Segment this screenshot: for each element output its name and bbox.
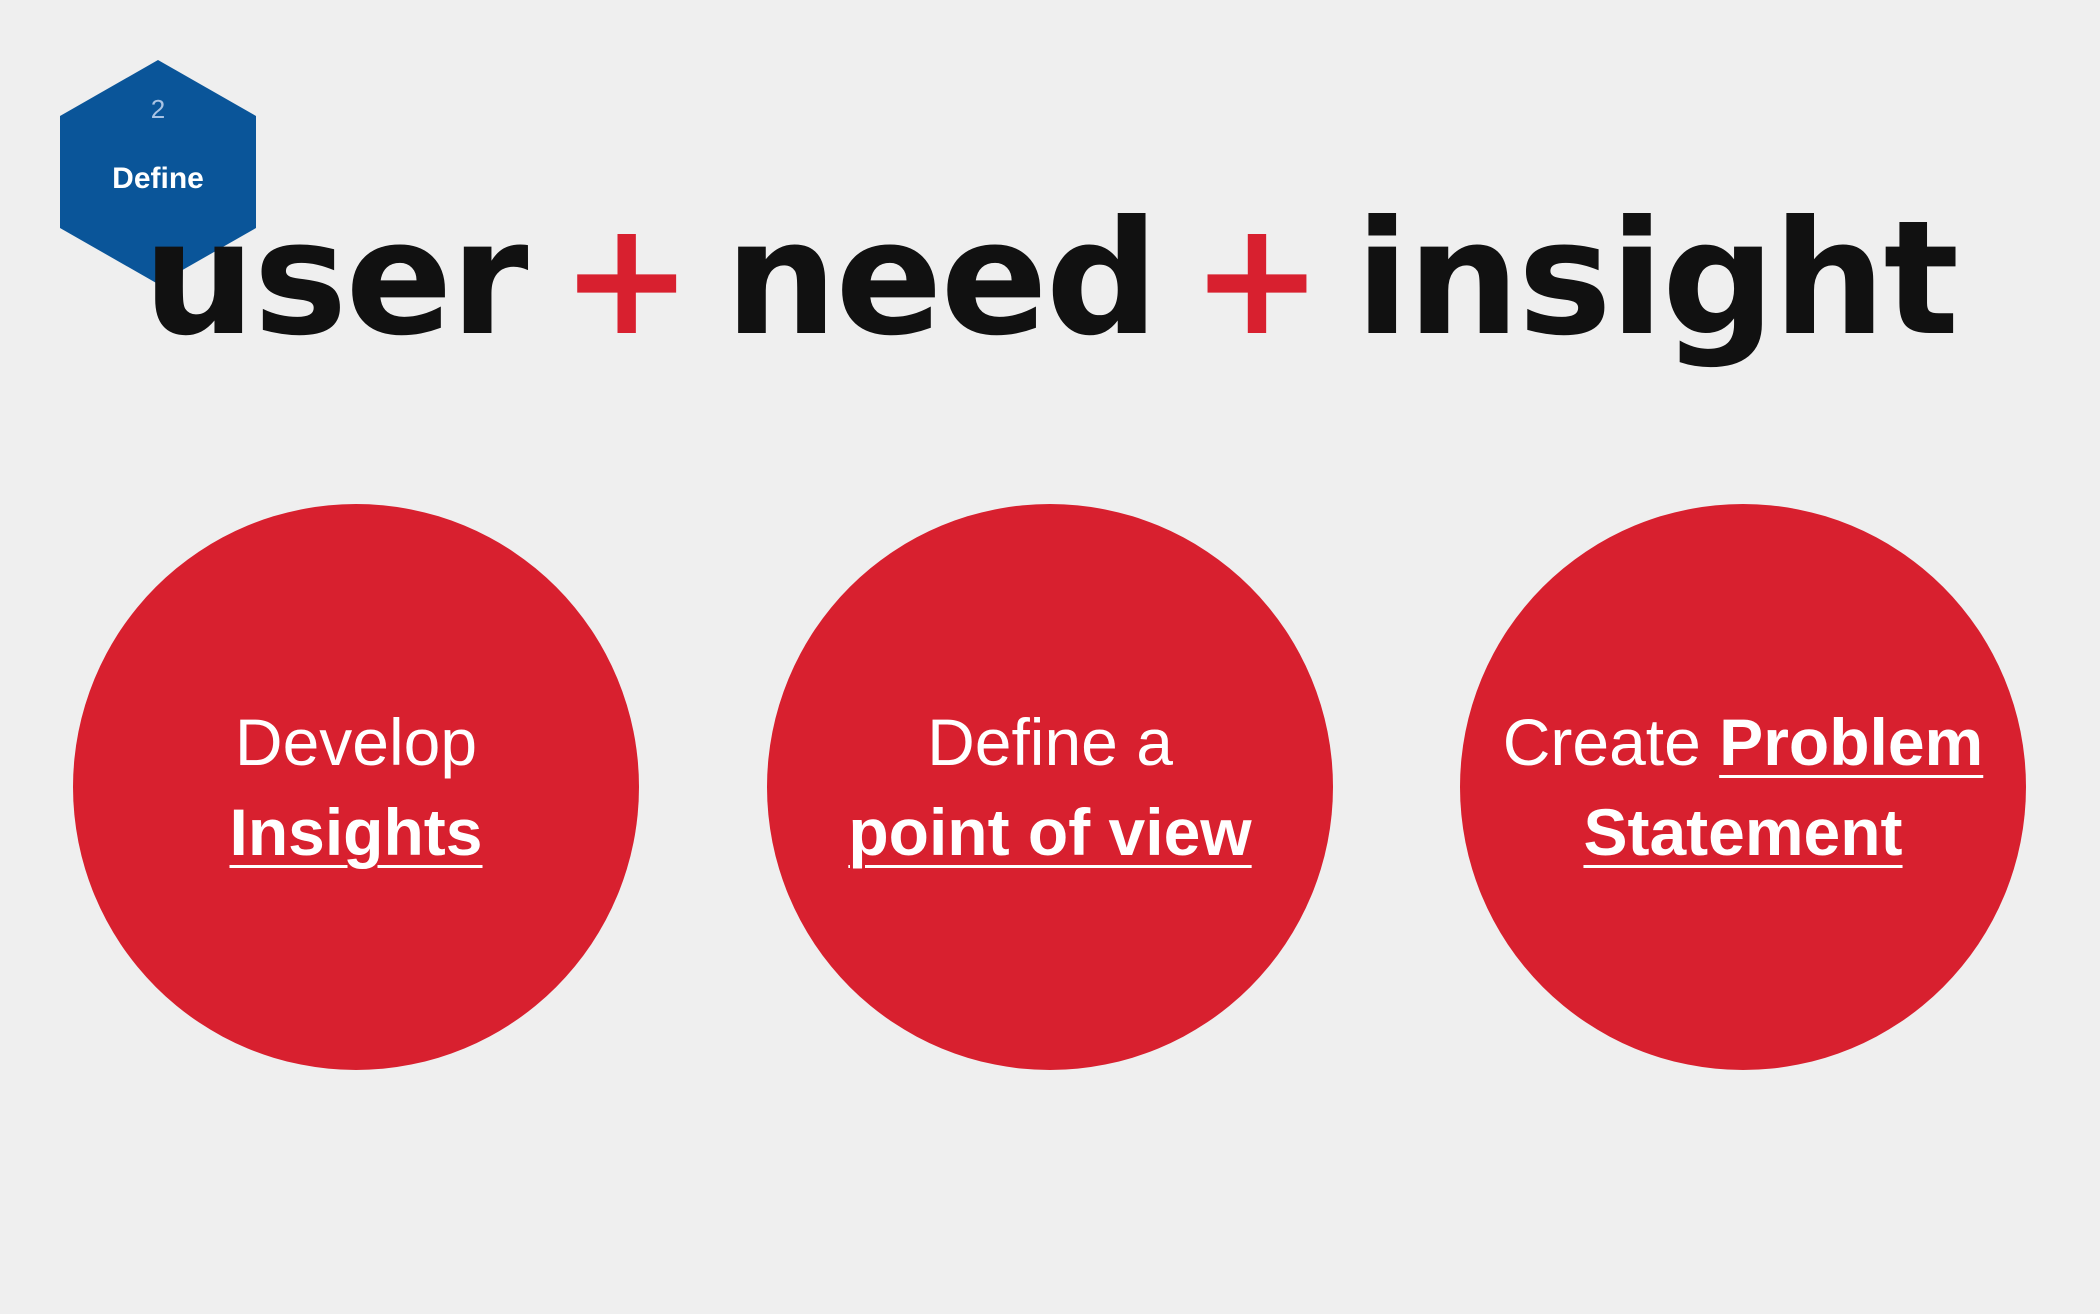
hexagon-icon [60, 60, 256, 284]
circle-text-light: Develop [234, 705, 478, 779]
headline-word-insight: insight [1355, 187, 1959, 371]
headline-word-user: user [142, 187, 529, 371]
headline-word-need: need [724, 187, 1159, 371]
circle-text-line1: Create Problem [1503, 697, 1984, 787]
circle-text-bold: Insights [229, 795, 483, 869]
circle-text-bold: point of view [848, 795, 1252, 869]
headline-formula: user+need+insight [0, 200, 2100, 358]
step-label: Define [112, 162, 204, 195]
step-number: 2 [150, 94, 166, 124]
step-badge: 2 Define [60, 60, 256, 284]
circle-develop-insights: Develop Insights [73, 504, 639, 1070]
circle-create-problem-statement: Create Problem Statement [1460, 504, 2026, 1070]
plus-sign: + [560, 187, 692, 371]
plus-sign: + [1190, 187, 1323, 371]
circle-text-light: Define a [927, 705, 1173, 779]
circle-define-point-of-view: Define a point of view [767, 504, 1333, 1070]
circle-text-bold: Problem [1719, 705, 1984, 779]
circle-text-bold: Statement [1583, 795, 1903, 869]
circle-text-light: Create [1502, 705, 1720, 779]
